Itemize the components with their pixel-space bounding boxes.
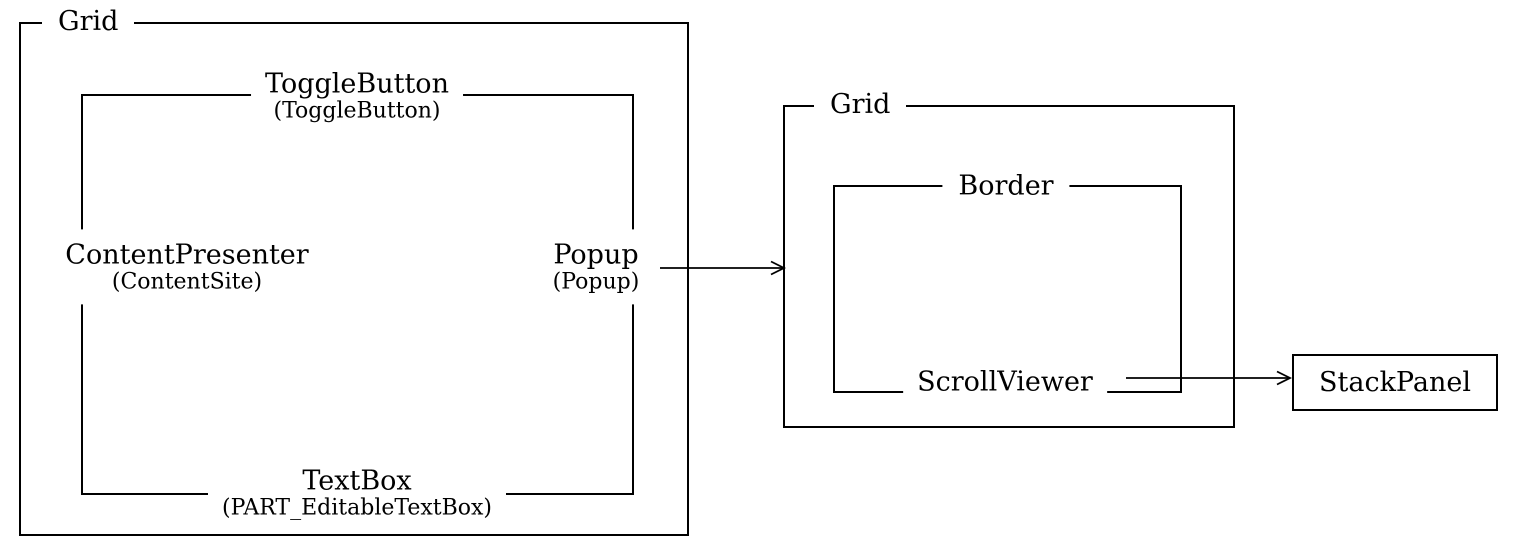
node-scrollviewer: ScrollViewer	[903, 362, 1107, 402]
node-contentpresenter-part: (ContentSite)	[111, 269, 263, 295]
node-contentpresenter-name: ContentPresenter	[65, 239, 309, 271]
node-togglebutton-part: (ToggleButton)	[273, 98, 441, 124]
node-border: Border	[942, 166, 1070, 206]
right-grid-box	[783, 105, 1235, 428]
node-popup: Popup (Popup)	[538, 229, 654, 305]
node-textbox-name: TextBox	[302, 465, 412, 497]
node-togglebutton-name: ToggleButton	[265, 68, 449, 100]
node-border-name: Border	[958, 170, 1054, 202]
node-scrollviewer-name: ScrollViewer	[917, 366, 1093, 398]
node-popup-name: Popup	[553, 239, 639, 271]
node-contentpresenter: ContentPresenter (ContentSite)	[51, 229, 323, 305]
node-popup-part: (Popup)	[552, 269, 640, 295]
node-stackpanel: StackPanel	[1292, 354, 1498, 411]
node-togglebutton: ToggleButton (ToggleButton)	[251, 58, 463, 134]
popup-to-grid-arrow	[660, 260, 787, 276]
left-grid-box	[19, 22, 689, 536]
node-stackpanel-label: StackPanel	[1319, 367, 1471, 398]
scrollviewer-to-stackpanel-arrow	[1126, 370, 1293, 386]
right-grid-label: Grid	[814, 88, 907, 122]
node-textbox-part: (PART_EditableTextBox)	[221, 495, 493, 521]
left-grid-label: Grid	[42, 5, 135, 39]
node-textbox: TextBox (PART_EditableTextBox)	[207, 455, 507, 531]
